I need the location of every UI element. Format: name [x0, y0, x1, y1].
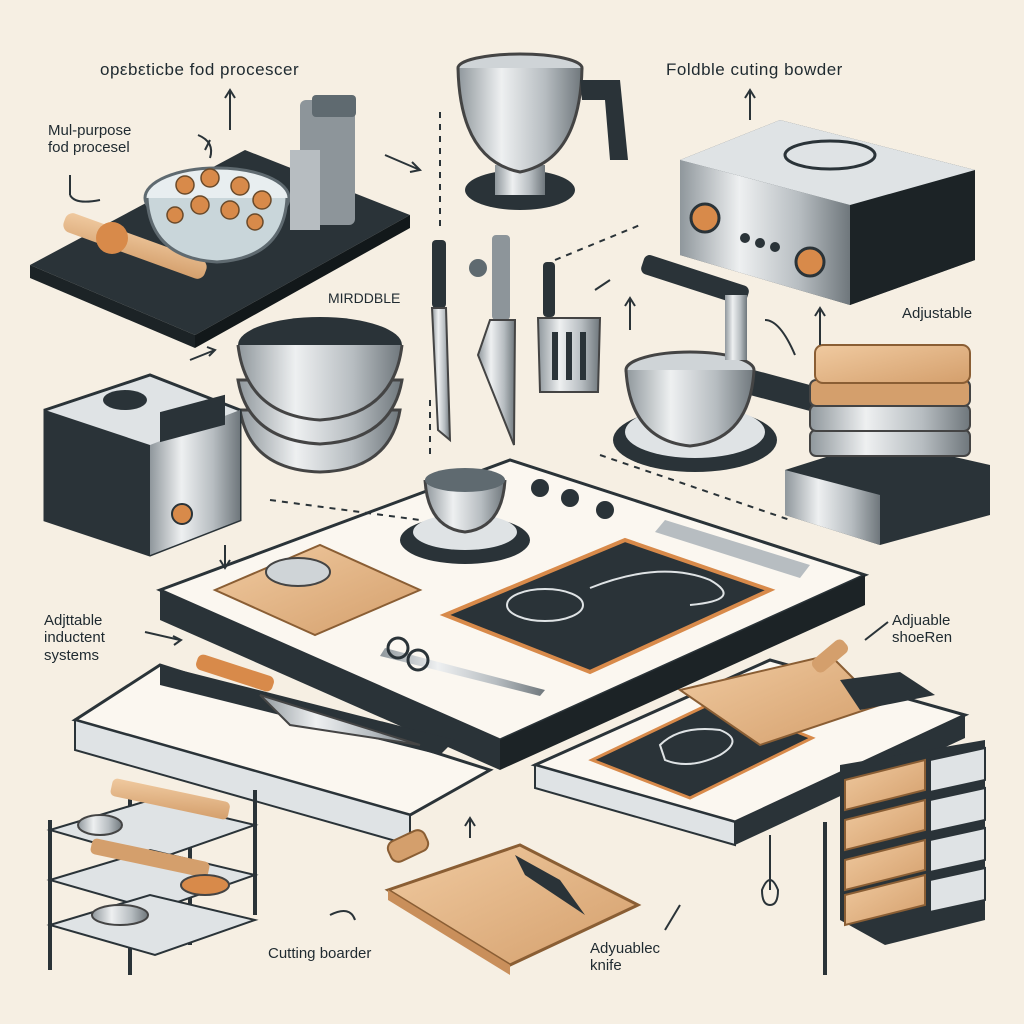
label-multipurpose: Mul-purpose fod procesel	[48, 122, 132, 157]
countertop-oven	[680, 120, 975, 417]
food-processor-tray	[30, 95, 410, 348]
utensil-shelf-left	[46, 778, 259, 975]
food-processor-appliance	[43, 373, 242, 557]
mixing-bowls	[236, 317, 404, 474]
mixer-bowl-top	[456, 52, 628, 210]
label-adjustable-knife: Adyuablec knife	[590, 940, 661, 975]
cutting-board-bottom	[384, 829, 642, 975]
label-cutting-board: Cutting boarder	[268, 945, 372, 962]
label-top-left: opεbεticbe fod procescer	[100, 60, 300, 79]
central-counter	[156, 458, 870, 770]
label-mirddble: MIRDDBLE	[328, 290, 401, 306]
label-induction-systems: Adjttable inductent systems	[44, 612, 105, 664]
label-adjustable-right: Adjustable	[902, 305, 973, 322]
label-adjustable-shelf: Adjuable shoeRen	[892, 612, 953, 647]
connector-arrows	[69, 88, 889, 931]
drawer-cabinet	[840, 740, 986, 945]
left-prep-table	[71, 654, 494, 847]
knife-set	[430, 235, 602, 446]
stand-mixer	[613, 255, 777, 472]
stacked-boards	[785, 344, 990, 545]
label-top-right: Foldble cuting bowder	[666, 60, 843, 79]
